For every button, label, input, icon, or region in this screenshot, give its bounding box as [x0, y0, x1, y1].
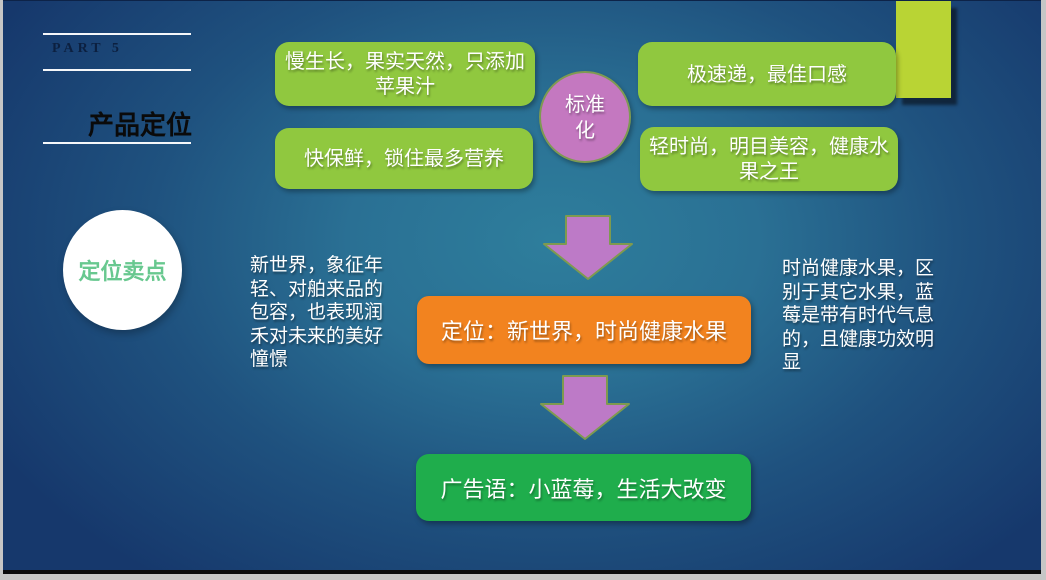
hub-label: 标准化 — [565, 92, 605, 142]
positioning-statement-box: 定位：新世界，时尚健康水果 — [417, 296, 751, 364]
feature-box-fresh-keeping: 快保鲜，锁住最多营养 — [275, 128, 533, 189]
slide-background: PART 5 产品定位 慢生长，果实天然，只添加苹果汁 快保鲜，锁住最多营养 极… — [3, 0, 1041, 574]
part-label: PART 5 — [52, 41, 123, 56]
feature-box-label: 极速递，最佳口感 — [687, 61, 847, 86]
selling-point-label: 定位卖点 — [78, 260, 167, 285]
slogan-box: 广告语：小蓝莓，生活大改变 — [416, 454, 751, 521]
feature-box-fast-delivery: 极速递，最佳口感 — [638, 42, 896, 106]
header-divider-top — [43, 33, 191, 35]
slogan-label: 广告语：小蓝莓，生活大改变 — [440, 477, 727, 503]
standardization-hub-circle: 标准化 — [539, 71, 631, 163]
selling-point-circle: 定位卖点 — [63, 210, 182, 330]
header-divider-middle — [43, 69, 191, 71]
down-arrow-icon — [540, 375, 630, 440]
feature-box-label: 快保鲜，锁住最多营养 — [304, 146, 504, 170]
header-divider-bottom — [43, 142, 191, 144]
down-arrow-icon — [543, 215, 633, 280]
right-note: 时尚健康水果，区别于其它水果，蓝莓是带有时代气息的，且健康功效明显 — [782, 257, 935, 373]
positioning-label: 定位：新世界，时尚健康水果 — [440, 320, 727, 345]
feature-box-label: 慢生长，果实天然，只添加苹果汁 — [285, 49, 525, 98]
accent-rectangle — [896, 1, 951, 98]
left-note: 新世界，象征年轻、对舶来品的包容，也表现润禾对未来的美好憧憬 — [250, 254, 384, 370]
feature-box-light-fashion: 轻时尚，明目美容，健康水果之王 — [640, 127, 898, 191]
feature-box-label: 轻时尚，明目美容，健康水果之王 — [649, 134, 889, 183]
section-title: 产品定位 — [87, 111, 192, 141]
feature-box-slow-growth: 慢生长，果实天然，只添加苹果汁 — [275, 42, 535, 106]
